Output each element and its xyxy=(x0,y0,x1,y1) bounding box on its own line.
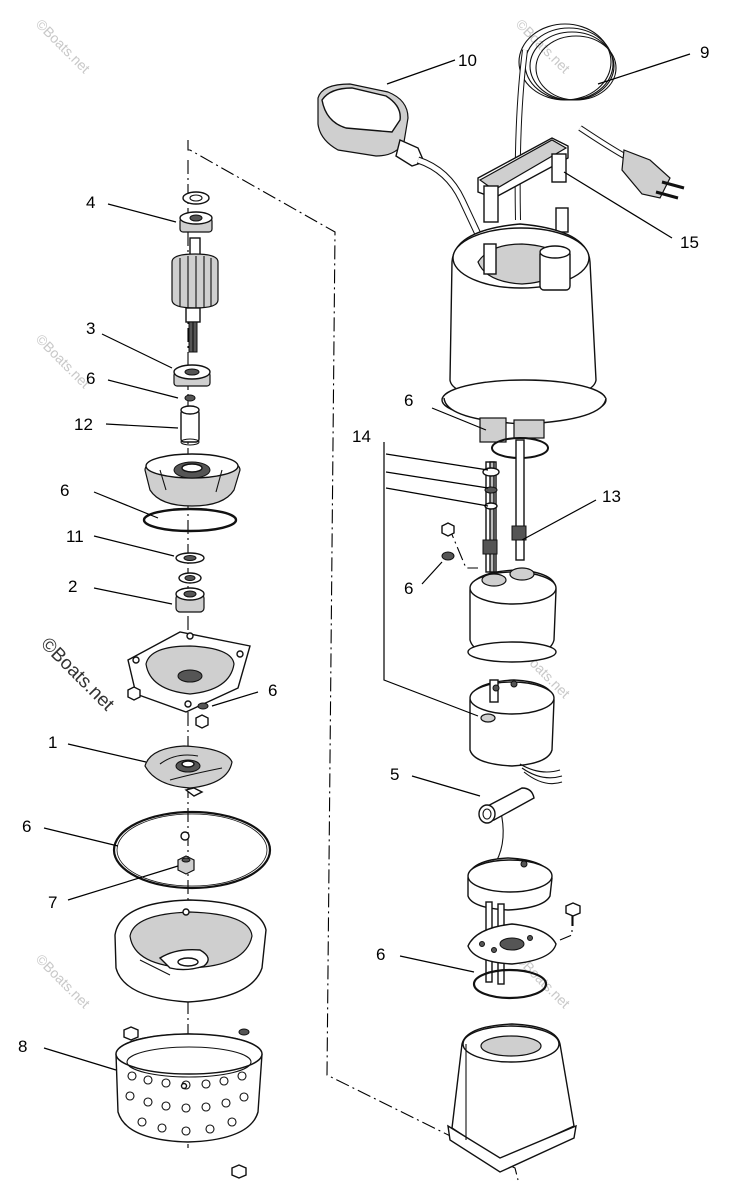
power-cord-9 xyxy=(514,23,685,221)
handle-15 xyxy=(477,137,569,233)
assembly-line-left xyxy=(187,140,519,1181)
callout-13: 13 xyxy=(602,487,621,506)
callout-labels: 10 9 4 15 3 6 12 6 14 6 13 11 6 2 6 1 5 … xyxy=(18,43,709,1056)
callout-14: 14 xyxy=(352,427,371,446)
callout-2: 2 xyxy=(68,577,77,596)
callout-6: 6 xyxy=(404,579,413,598)
o-ring-lower-right xyxy=(472,968,548,1000)
strainer-8 xyxy=(115,1033,263,1143)
bearing-3 xyxy=(173,364,211,387)
callout-6: 6 xyxy=(376,945,385,964)
callout-7: 7 xyxy=(48,893,57,912)
screw-hole xyxy=(180,831,190,841)
pump-cover-plate xyxy=(127,631,251,713)
o-ring-housing xyxy=(142,507,238,533)
float-switch-10 xyxy=(317,83,496,266)
callout-9: 9 xyxy=(700,43,709,62)
pump-casing xyxy=(114,899,267,1003)
callout-4: 4 xyxy=(86,193,95,212)
large-o-ring xyxy=(112,810,272,890)
flange-plate xyxy=(467,923,557,965)
mechanical-seal-2 xyxy=(175,587,205,613)
screw-part xyxy=(565,902,581,926)
large-o-ring-inner xyxy=(116,813,268,887)
bearing-4 xyxy=(179,211,213,233)
nut-part xyxy=(123,1026,139,1041)
watermark: ©Boats.net xyxy=(33,951,94,1012)
assembly-line-right-aux xyxy=(447,524,478,569)
seal-11 xyxy=(175,552,205,584)
stator-lower xyxy=(469,679,555,767)
o-ring-small xyxy=(197,702,209,710)
callout-8: 8 xyxy=(18,1037,27,1056)
tie-rods xyxy=(482,439,527,573)
callout-10: 10 xyxy=(458,51,477,70)
o-ring-small xyxy=(184,394,196,402)
callout-3: 3 xyxy=(86,319,95,338)
washer-inner xyxy=(189,194,203,202)
callout-6: 6 xyxy=(60,481,69,500)
seal-housing xyxy=(144,453,241,507)
motor-base xyxy=(447,1023,577,1173)
nut-part xyxy=(441,522,455,537)
washer-part xyxy=(182,191,210,205)
impeller-1 xyxy=(144,745,233,797)
callout-6: 6 xyxy=(86,369,95,388)
o-ring-small xyxy=(238,1028,250,1036)
nut-part xyxy=(127,686,141,701)
stator-13 xyxy=(467,567,557,663)
callout-6: 6 xyxy=(268,681,277,700)
callout-1: 1 xyxy=(48,733,57,752)
callout-5: 5 xyxy=(390,765,399,784)
o-ring-small xyxy=(441,551,455,561)
callout-6: 6 xyxy=(22,817,31,836)
screw-part xyxy=(231,1164,247,1179)
motor-rotor xyxy=(171,237,219,353)
left-column-parts xyxy=(112,191,272,1179)
callout-11: 11 xyxy=(66,527,84,546)
nut-part xyxy=(195,714,209,729)
assembly-line-right-aux2 xyxy=(559,912,573,941)
nut-7 xyxy=(177,855,195,875)
watermark: ©Boats.net xyxy=(33,331,94,392)
callout-12: 12 xyxy=(74,415,93,434)
callout-15: 15 xyxy=(680,233,699,252)
motor-housing xyxy=(441,223,607,443)
sleeve-12 xyxy=(180,405,200,446)
callout-6: 6 xyxy=(404,391,413,410)
right-column-parts xyxy=(317,23,685,1173)
leader-lines xyxy=(43,53,691,1071)
watermark-main: ©Boats.net xyxy=(36,634,118,716)
watermark: ©Boats.net xyxy=(33,16,94,77)
capacitor-5 xyxy=(478,787,535,824)
